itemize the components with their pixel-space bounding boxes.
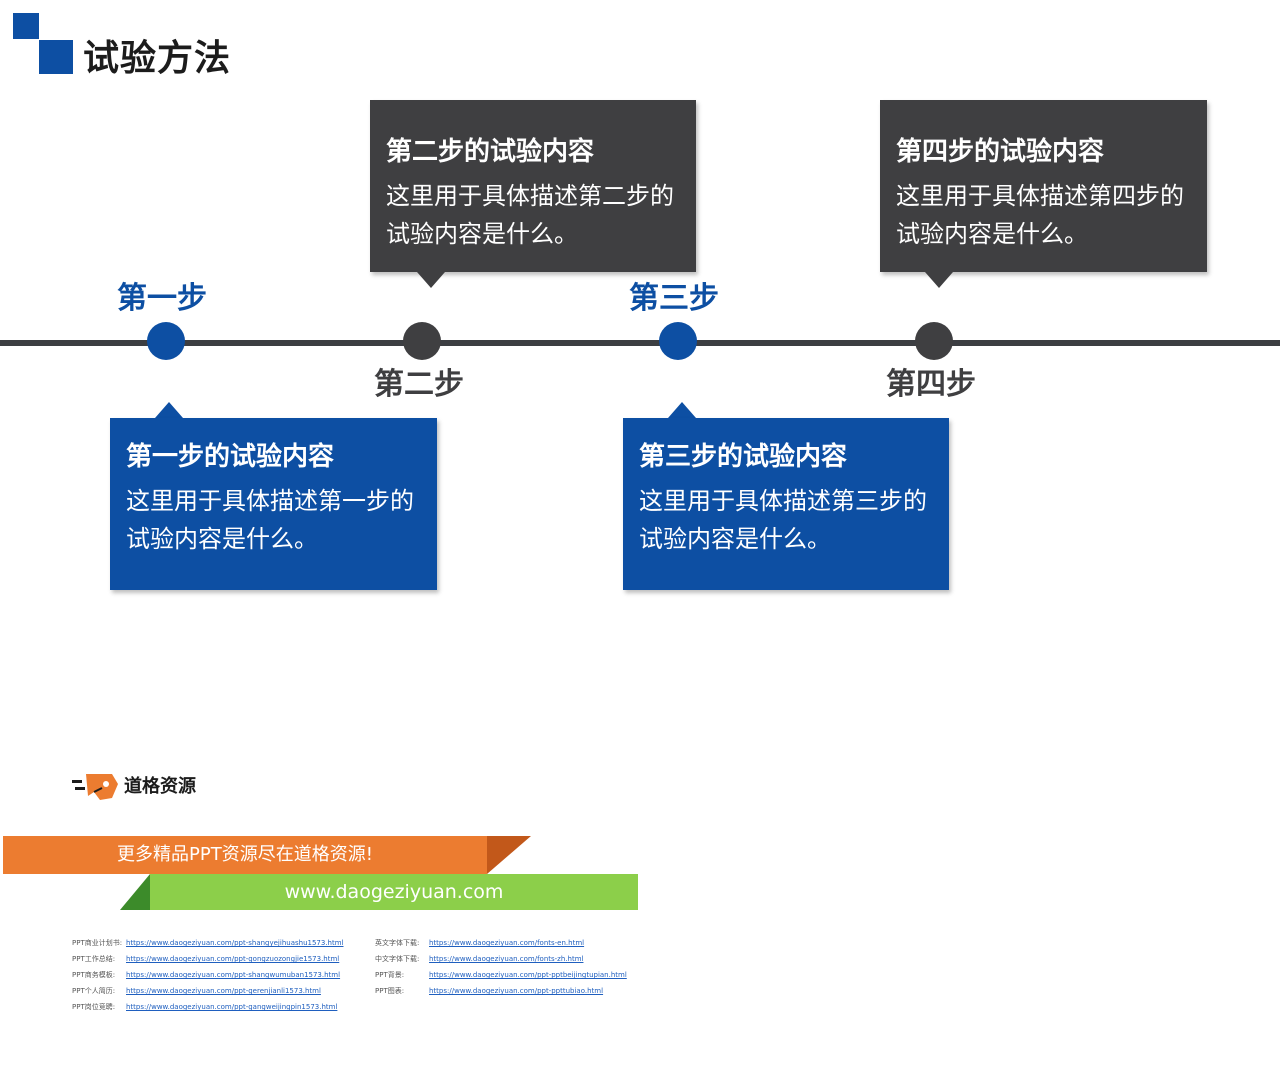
- link-url[interactable]: https://www.daogeziyuan.com/ppt-gongzuoz…: [126, 955, 340, 963]
- header-square-large: [39, 40, 73, 74]
- footer-link-row: PPT背景: https://www.daogeziyuan.com/ppt-pp…: [375, 967, 627, 983]
- link-label: 中文字体下载:: [375, 955, 420, 963]
- footer-link-row: 中文字体下载: https://www.daogeziyuan.com/fonts…: [375, 951, 627, 967]
- link-label: PPT个人简历:: [72, 987, 116, 995]
- link-label: PPT岗位竞聘:: [72, 1003, 116, 1011]
- promo-banner-orange: [3, 836, 487, 874]
- footer-link-row: PPT商务模板: https://www.daogeziyuan.com/ppt-…: [72, 967, 344, 983]
- brand-name: 道格资源: [124, 776, 196, 797]
- step-2-node: [403, 322, 441, 360]
- link-label: PPT背景:: [375, 971, 405, 979]
- step-4-card-desc: 这里用于具体描述第四步的试验内容是什么。: [896, 182, 1184, 248]
- link-url[interactable]: https://www.daogeziyuan.com/ppt-gangweij…: [126, 1003, 338, 1011]
- step-4-card-title: 第四步的试验内容: [896, 137, 1105, 167]
- link-url[interactable]: https://www.daogeziyuan.com/ppt-pptbeiji…: [429, 971, 627, 979]
- step-3-card-desc: 这里用于具体描述第三步的试验内容是什么。: [639, 487, 927, 553]
- step-2-card-title: 第二步的试验内容: [386, 137, 595, 167]
- step-3-card-title: 第三步的试验内容: [639, 442, 848, 472]
- link-url[interactable]: https://www.daogeziyuan.com/ppt-gerenjia…: [126, 987, 321, 995]
- step-4-card: 第四步的试验内容 这里用于具体描述第四步的试验内容是什么。: [880, 100, 1207, 272]
- promo-banner-text: 更多精品PPT资源尽在道格资源!: [117, 844, 373, 865]
- brand-logo-icon: [72, 770, 122, 804]
- footer-links-right: 英文字体下载: https://www.daogeziyuan.com/fonts…: [375, 935, 627, 999]
- timeline-line: [0, 340, 1280, 346]
- link-label: 英文字体下载:: [375, 939, 420, 947]
- footer-link-row: 英文字体下载: https://www.daogeziyuan.com/fonts…: [375, 935, 627, 951]
- link-url[interactable]: https://www.daogeziyuan.com/fonts-en.htm…: [429, 939, 585, 947]
- link-url[interactable]: https://www.daogeziyuan.com/fonts-zh.htm…: [429, 955, 584, 963]
- promo-banner-green: [150, 874, 638, 910]
- step-3-label: 第三步: [629, 281, 719, 316]
- link-url[interactable]: https://www.daogeziyuan.com/ppt-shangwum…: [126, 971, 341, 979]
- step-4-card-pointer: [925, 272, 953, 288]
- link-label: PPT工作总结:: [72, 955, 116, 963]
- footer-link-row: PPT个人简历: https://www.daogeziyuan.com/ppt-…: [72, 983, 344, 999]
- step-3-node: [659, 322, 697, 360]
- step-4-node: [915, 322, 953, 360]
- link-url[interactable]: https://www.daogeziyuan.com/ppt-ppttubia…: [429, 987, 604, 995]
- header-square-small: [13, 13, 39, 39]
- promo-banner-green-fold: [120, 874, 150, 910]
- step-1-card-title: 第一步的试验内容: [126, 442, 335, 472]
- footer-link-row: PPT商业计划书:https://www.daogeziyuan.com/ppt…: [72, 935, 344, 951]
- step-3-card-pointer: [668, 402, 696, 418]
- step-1-card: 第一步的试验内容 这里用于具体描述第一步的试验内容是什么。: [110, 418, 437, 590]
- step-2-card-desc: 这里用于具体描述第二步的试验内容是什么。: [386, 182, 674, 248]
- footer-links-left: PPT商业计划书:https://www.daogeziyuan.com/ppt…: [72, 935, 344, 1015]
- website-link[interactable]: www.daogeziyuan.com: [284, 881, 504, 903]
- link-label: PPT商务模板:: [72, 971, 116, 979]
- page-title: 试验方法: [83, 38, 232, 79]
- step-2-card-pointer: [417, 272, 445, 288]
- footer-link-row: PPT图表: https://www.daogeziyuan.com/ppt-pp…: [375, 983, 627, 999]
- step-4-label: 第四步: [886, 367, 976, 402]
- step-1-card-pointer: [155, 402, 183, 418]
- footer-link-row: PPT岗位竞聘: https://www.daogeziyuan.com/ppt-…: [72, 999, 344, 1015]
- step-1-node: [147, 322, 185, 360]
- footer-link-row: PPT工作总结: https://www.daogeziyuan.com/ppt-…: [72, 951, 344, 967]
- promo-banner-orange-fold: [487, 836, 531, 874]
- step-2-label: 第二步: [374, 367, 464, 402]
- step-3-card: 第三步的试验内容 这里用于具体描述第三步的试验内容是什么。: [623, 418, 949, 590]
- link-label: PPT商业计划书:: [72, 939, 123, 947]
- link-url[interactable]: https://www.daogeziyuan.com/ppt-shangyej…: [126, 939, 344, 947]
- step-1-label: 第一步: [117, 281, 207, 316]
- link-label: PPT图表:: [375, 987, 405, 995]
- step-1-card-desc: 这里用于具体描述第一步的试验内容是什么。: [126, 487, 414, 553]
- step-2-card: 第二步的试验内容 这里用于具体描述第二步的试验内容是什么。: [370, 100, 696, 272]
